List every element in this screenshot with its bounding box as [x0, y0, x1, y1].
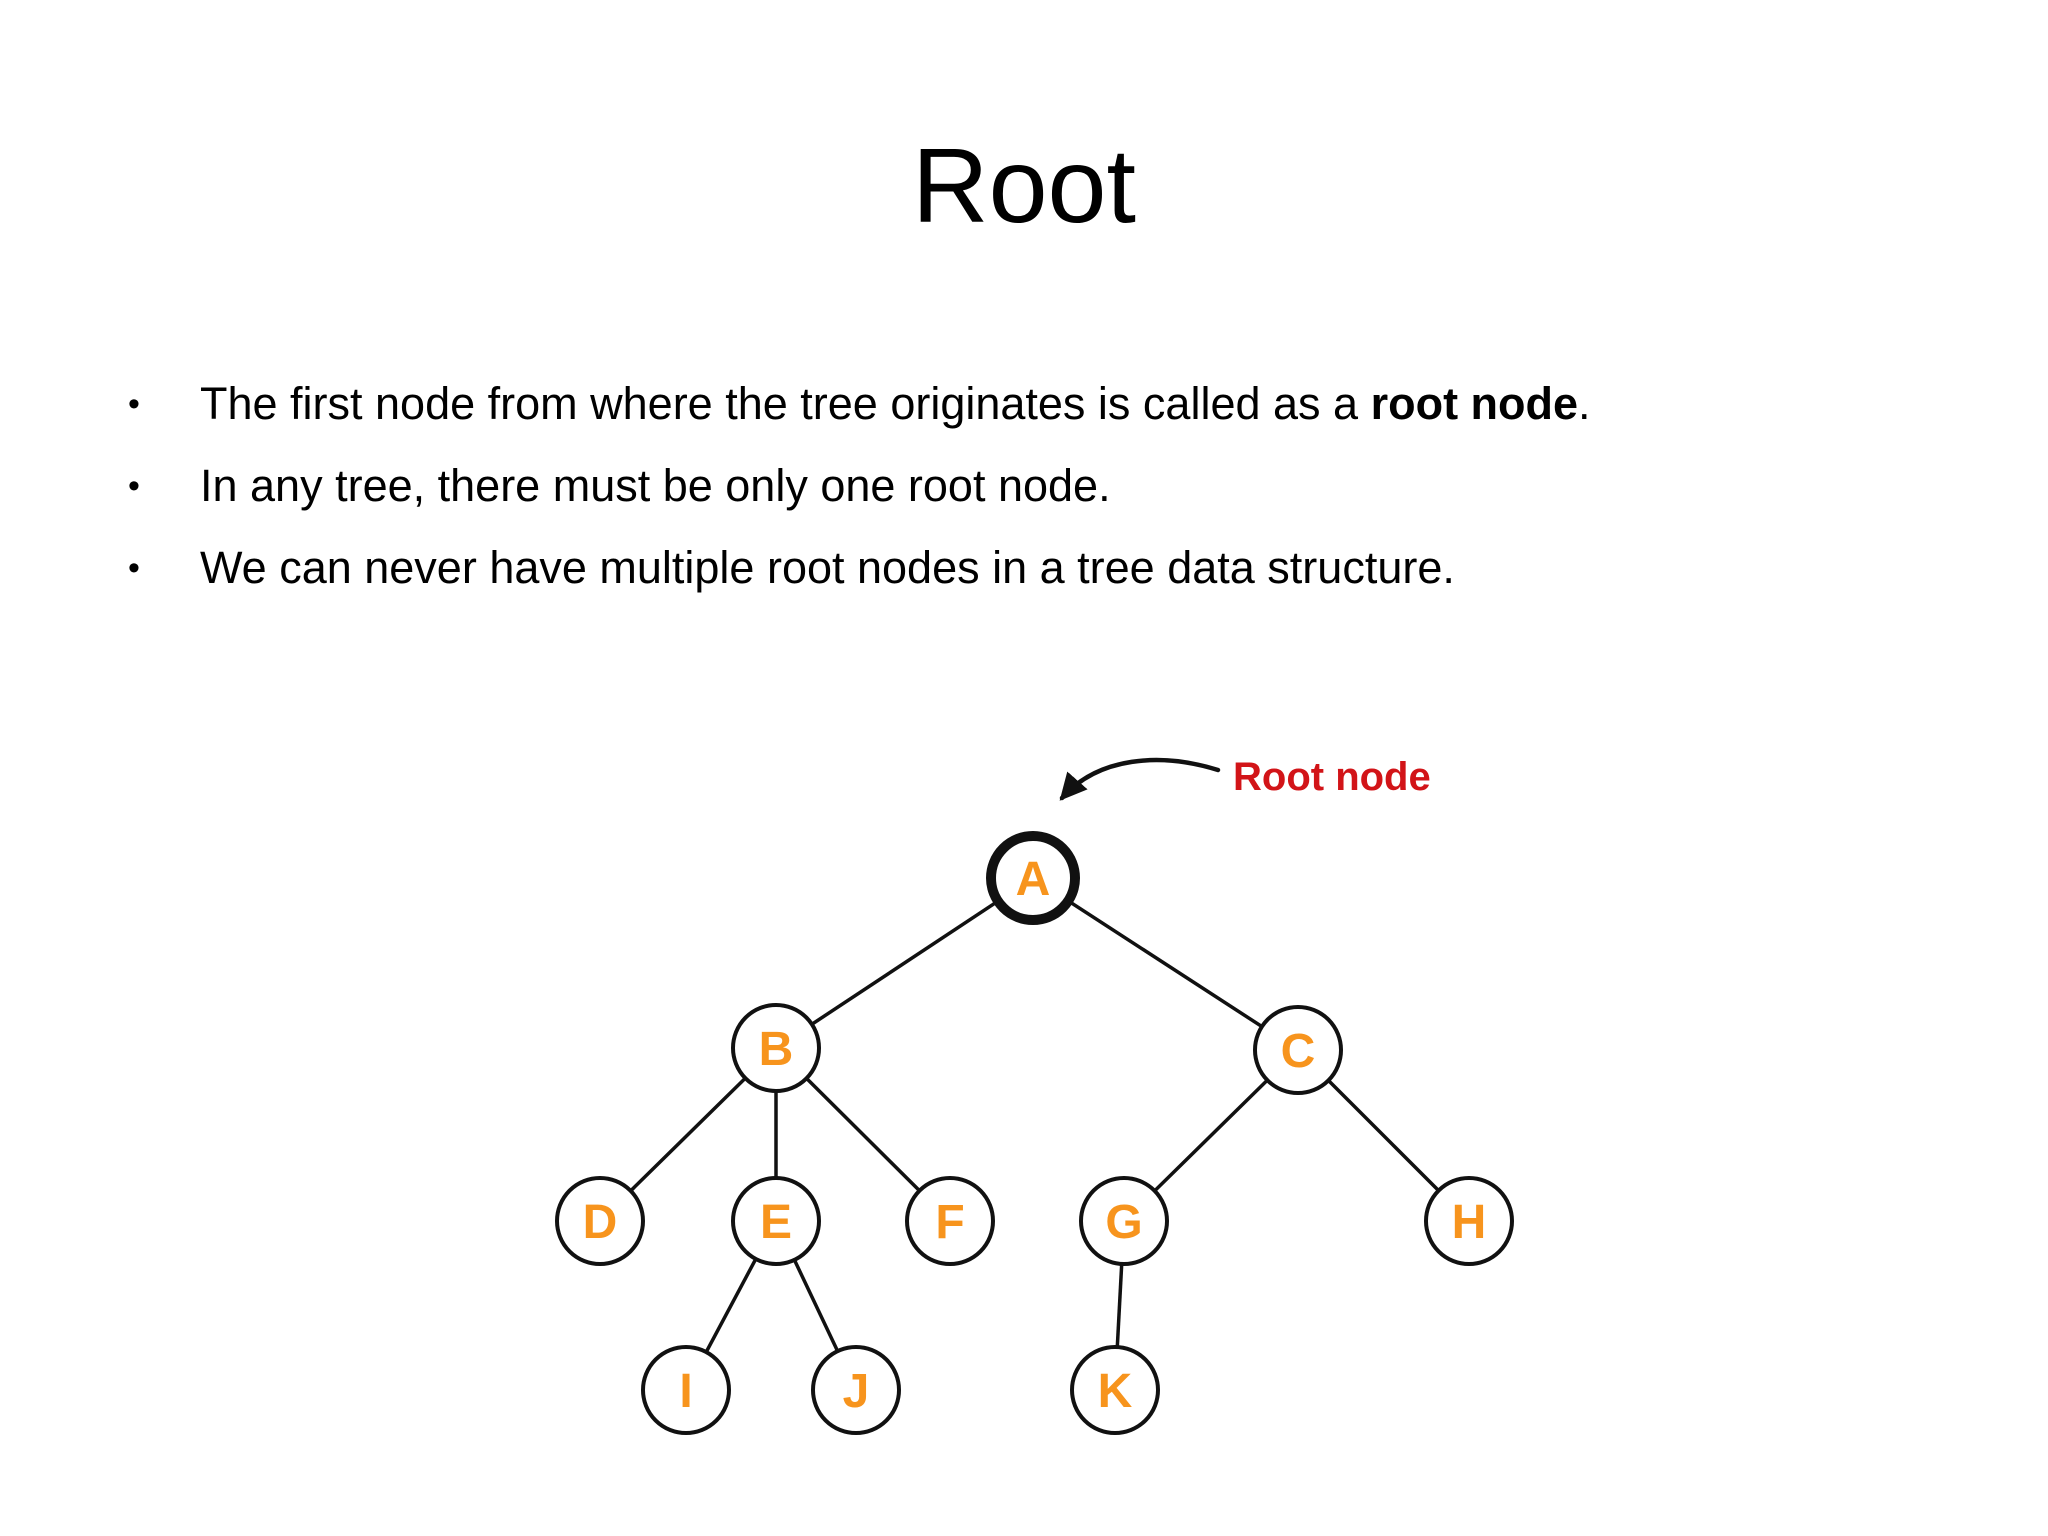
bullet-text: We can never have multiple root nodes in… — [200, 527, 1922, 609]
node-label-F: F — [935, 1196, 964, 1249]
bullet-list: • The first node from where the tree ori… — [122, 363, 1922, 609]
bullet-item: • In any tree, there must be only one ro… — [122, 445, 1922, 527]
bullet-text: The first node from where the tree origi… — [200, 363, 1922, 445]
bullet-item: • We can never have multiple root nodes … — [122, 527, 1922, 609]
bullet-segment: The first node from where the tree origi… — [200, 378, 1371, 429]
edge-A-B — [775, 876, 1034, 1050]
bullet-dot-icon: • — [128, 385, 140, 423]
node-E: E — [731, 1176, 821, 1266]
node-label-I: I — [679, 1365, 692, 1418]
node-label-C: C — [1281, 1025, 1316, 1078]
node-label-D: D — [583, 1196, 618, 1249]
node-H: H — [1424, 1176, 1514, 1266]
edge-A-C — [1032, 876, 1299, 1052]
bullet-segment: . — [1578, 378, 1591, 429]
node-D: D — [555, 1176, 645, 1266]
node-label-E: E — [760, 1196, 792, 1249]
node-I: I — [641, 1345, 731, 1435]
bullet-text: In any tree, there must be only one root… — [200, 445, 1922, 527]
node-label-A: A — [1016, 853, 1051, 906]
bullet-segment: In any tree, there must be only one root… — [200, 460, 1111, 511]
node-label-B: B — [759, 1023, 794, 1076]
node-label-K: K — [1098, 1365, 1133, 1418]
bullet-dot-icon: • — [128, 467, 140, 505]
node-A: A — [986, 831, 1080, 925]
node-label-H: H — [1452, 1196, 1487, 1249]
bullet-segment-bold: root node — [1370, 378, 1579, 429]
page-title: Root — [912, 127, 1136, 245]
node-B: B — [731, 1003, 821, 1093]
node-J: J — [811, 1345, 901, 1435]
node-K: K — [1070, 1345, 1160, 1435]
bullet-dot-icon: • — [128, 549, 140, 587]
root-node-label: Root node — [1233, 755, 1431, 799]
root-arrow — [1059, 757, 1221, 801]
node-F: F — [905, 1176, 995, 1266]
bullet-segment: We can never have multiple root nodes in… — [200, 542, 1455, 593]
node-label-J: J — [843, 1365, 870, 1418]
bullet-item: • The first node from where the tree ori… — [122, 363, 1922, 445]
node-G: G — [1079, 1176, 1169, 1266]
node-label-G: G — [1105, 1196, 1142, 1249]
node-C: C — [1253, 1005, 1343, 1095]
